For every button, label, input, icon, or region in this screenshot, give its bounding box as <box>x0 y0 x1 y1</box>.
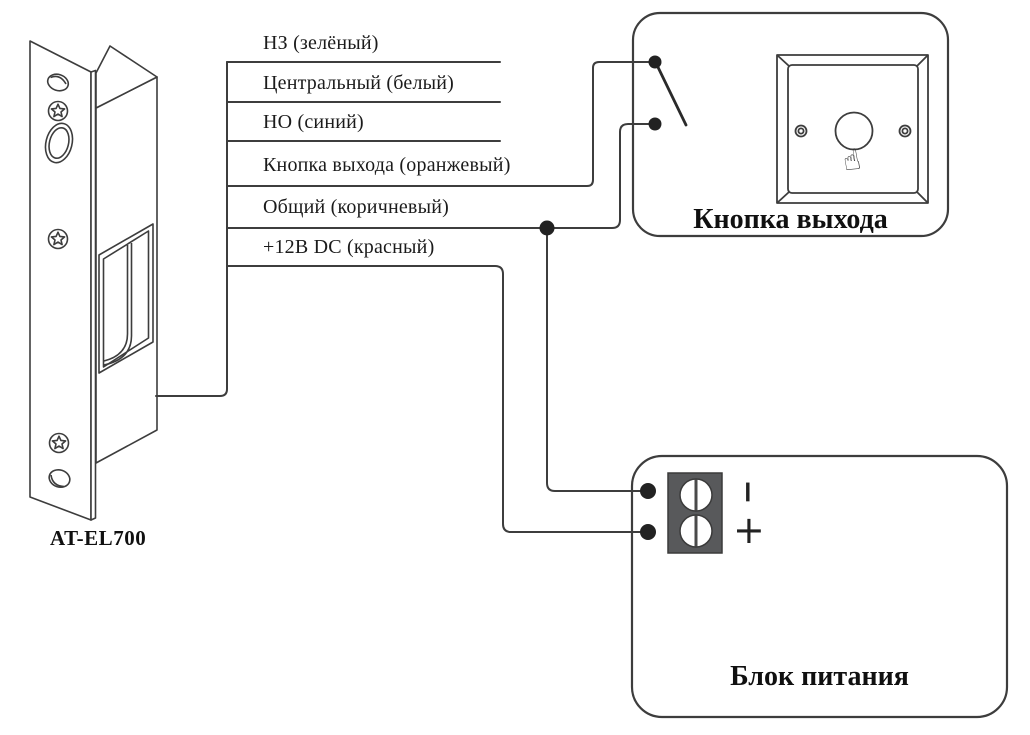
switch-lever <box>653 59 688 127</box>
wire-label-central-white: Центральный (белый) <box>263 72 455 94</box>
lock-latch <box>103 243 133 366</box>
plate-screw-right-inner <box>901 127 909 135</box>
wiring <box>155 61 656 533</box>
wire-label-exit-button-orange: Кнопка выхода (оранжевый) <box>263 154 511 176</box>
mounting-hole-top-crescent <box>50 75 67 85</box>
psu-plus-dot <box>640 524 656 540</box>
lock-cavity-inner <box>102 230 150 368</box>
lock-faceplate-edge <box>90 69 97 521</box>
wire-label-nc-green: НЗ (зелёный) <box>263 32 379 54</box>
mounting-hole-bottom-crescent <box>50 474 65 488</box>
power-supply-box-title: Блок питания <box>730 661 909 692</box>
wire-exit-button-orange <box>226 61 656 187</box>
exit-button-box-title: Кнопка выхода <box>693 204 888 235</box>
wire-label-12v-red: +12В DC (красный) <box>263 236 435 258</box>
psu-minus-dot <box>640 483 656 499</box>
exit-button-plate <box>776 54 929 204</box>
wire-label-common-brown: Общий (коричневый) <box>263 196 449 218</box>
button-circle <box>834 111 874 151</box>
switch-contact-top <box>648 55 662 69</box>
psu-minus-terminal-label: − <box>730 479 766 505</box>
switch-contact-bottom <box>648 117 662 131</box>
junction-dot <box>539 220 555 236</box>
cylinder-hole-inner <box>48 126 70 160</box>
lock-latch-inner-edge <box>103 245 129 362</box>
power-supply-box-outline <box>630 454 1009 719</box>
plate-bevel-lines <box>776 54 929 204</box>
mounting-hole-top <box>46 73 70 92</box>
torx-screw-bottom <box>48 432 70 454</box>
wire-12v-red <box>226 265 649 533</box>
switch-symbol <box>648 55 688 131</box>
torx-screw-middle <box>47 228 69 250</box>
wire-common-branch-to-psu <box>546 227 649 492</box>
psu-plus-terminal-label: + <box>733 508 765 552</box>
psu-terminal-block <box>667 472 723 554</box>
plate-screw-left-inner <box>797 127 805 135</box>
wire-common-brown <box>226 123 656 229</box>
torx-screw-top <box>47 100 69 122</box>
wire-label-no-blue: НО (синий) <box>263 111 364 133</box>
lock-cavity-outer <box>98 223 154 374</box>
lock-model-label: AT-EL700 <box>50 526 147 550</box>
wire-bundle <box>155 61 228 397</box>
strike-lock-drawing <box>29 40 158 521</box>
